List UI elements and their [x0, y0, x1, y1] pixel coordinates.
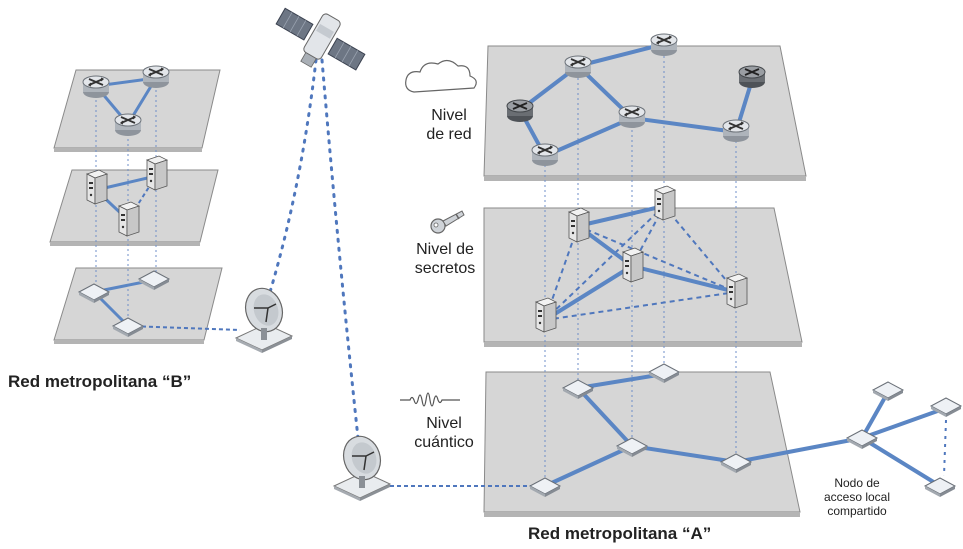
shared-node-label: Nodo de acceso local compartido	[812, 476, 902, 518]
router-icon	[618, 105, 646, 129]
network-level-label: Nivel de red	[414, 106, 484, 144]
router-icon	[722, 119, 750, 143]
quantum-node-icon	[930, 397, 962, 418]
satellite-dish-icon	[333, 430, 391, 502]
router-icon	[564, 55, 592, 79]
satellite-icon	[275, 7, 366, 71]
network-b	[49, 65, 241, 344]
server-icon	[622, 247, 644, 283]
server-icon	[726, 273, 748, 309]
metro-a-label: Red metropolitana “A”	[528, 524, 712, 543]
satellite-link-a	[320, 58, 360, 440]
network-a-quantum-plane	[483, 371, 801, 513]
network-level-label-line2: de red	[426, 126, 472, 143]
server-icon	[535, 297, 557, 333]
server-icon	[118, 201, 140, 237]
server-icon	[86, 169, 108, 205]
metro-b-label: Red metropolitana “B”	[8, 372, 192, 391]
cloud-icon	[405, 59, 477, 93]
router-icon	[82, 75, 110, 99]
satellite-link-b	[260, 58, 318, 320]
shared-node-label-line3: compartido	[827, 504, 887, 518]
router-icon	[506, 99, 534, 123]
shared-node-label-line1: Nodo de	[834, 476, 880, 490]
secrets-level-label-line1: Nivel de	[416, 241, 474, 258]
quantum-level-label: Nivel cuántico	[404, 414, 484, 452]
network-a	[390, 33, 962, 517]
server-icon	[654, 185, 676, 221]
key-icon	[430, 210, 465, 234]
quantum-level-label-line2: cuántico	[414, 434, 474, 451]
router-icon	[738, 65, 766, 89]
server-icon	[568, 207, 590, 243]
quantum-level-label-line1: Nivel	[426, 415, 462, 432]
wave-icon	[400, 392, 460, 407]
router-icon	[650, 33, 678, 57]
server-icon	[146, 155, 168, 191]
router-icon	[114, 113, 142, 137]
router-icon	[142, 65, 170, 89]
network-level-label-line1: Nivel	[431, 107, 467, 124]
secrets-level-label: Nivel de secretos	[404, 240, 486, 278]
secrets-level-label-line2: secretos	[414, 260, 476, 277]
router-icon	[531, 143, 559, 167]
shared-node-label-line2: acceso local	[823, 490, 891, 504]
quantum-node-icon	[872, 381, 904, 402]
satellite-dish-icon	[235, 282, 293, 354]
